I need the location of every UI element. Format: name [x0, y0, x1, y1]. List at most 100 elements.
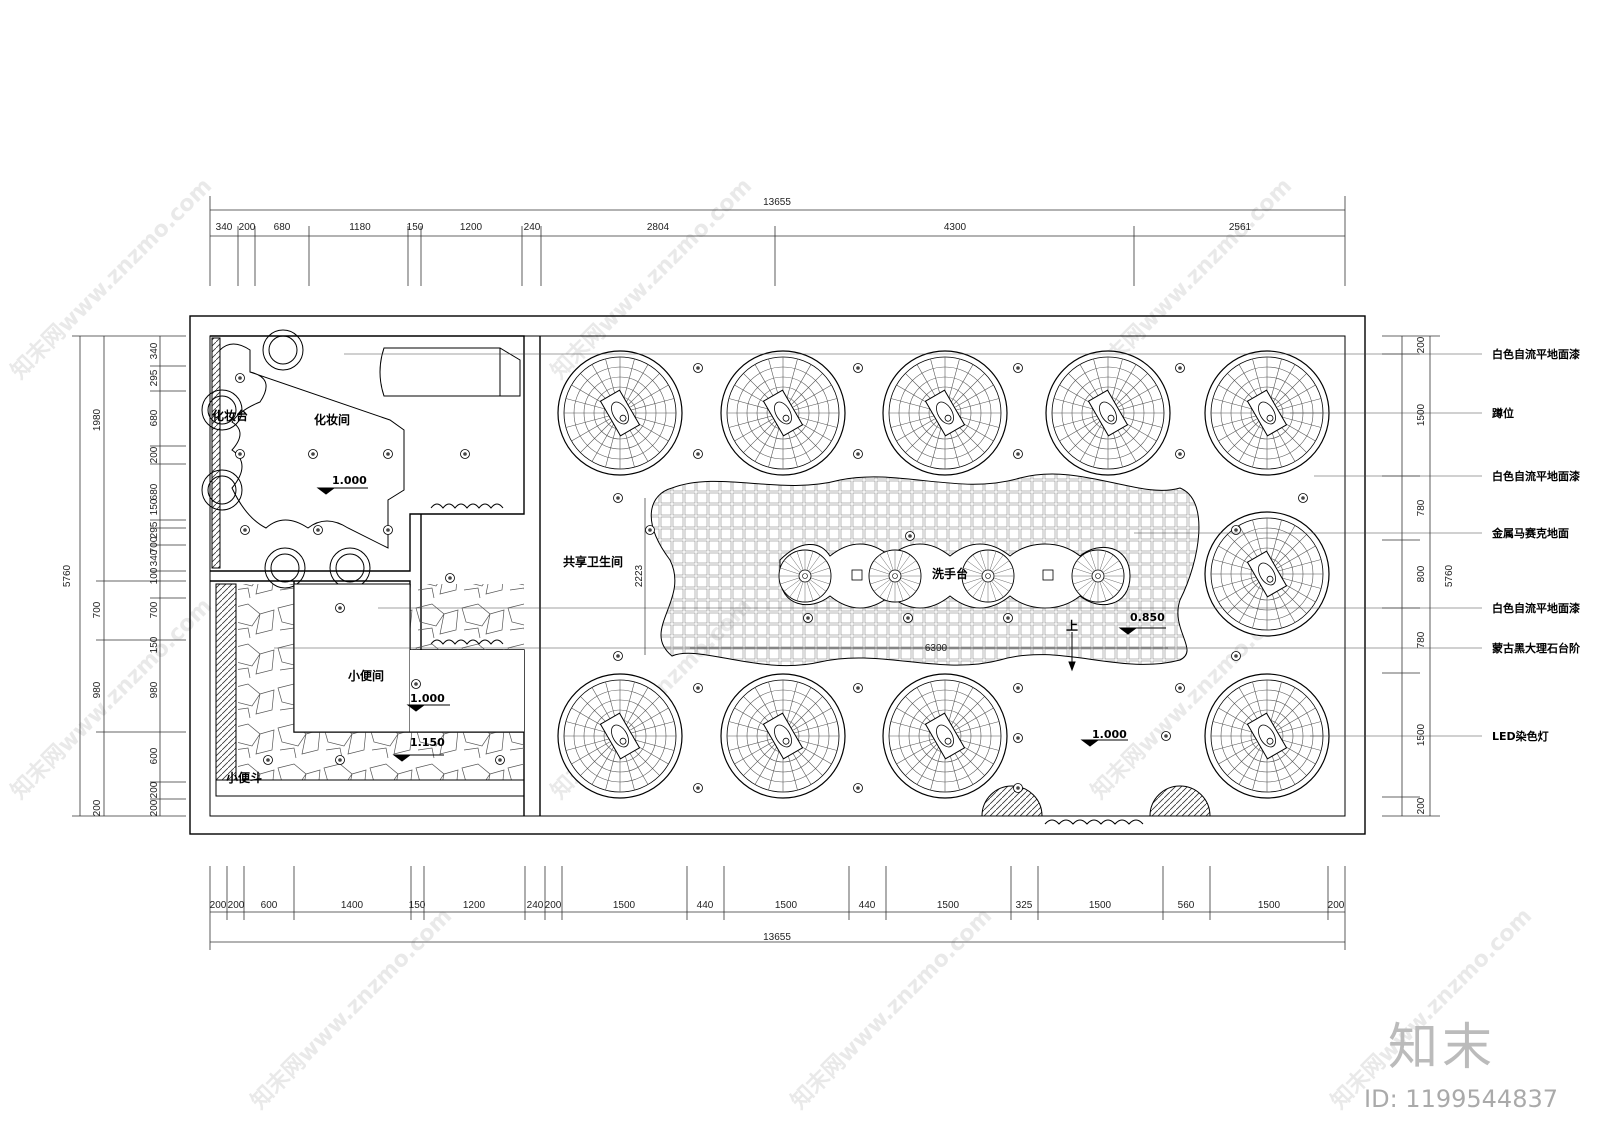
dim-bottom: 1500 [937, 900, 960, 911]
dim-left: 200 [149, 781, 160, 798]
ceiling-light [1175, 449, 1185, 459]
ceiling-light [1231, 651, 1241, 661]
entrance-door-right [1149, 785, 1211, 817]
ceiling-light [613, 651, 623, 661]
ceiling-light [853, 449, 863, 459]
dim-left: 200 [149, 799, 160, 816]
dim-left: 700 [149, 601, 160, 618]
squat-pan [599, 712, 641, 760]
elevation-urinal-room: 1.000 [410, 692, 445, 705]
squat-stall [882, 673, 1008, 799]
dim-bottom: 440 [697, 900, 714, 911]
dim-top: 2561 [1229, 222, 1252, 233]
dim-right-total: 5760 [1444, 564, 1455, 587]
ceiling-light [383, 449, 393, 459]
ceiling-light [853, 363, 863, 373]
room-shared-restroom: 共享卫生间 [563, 554, 623, 569]
dim-inner-vertical: 2223 [634, 564, 645, 587]
ceiling-light [235, 373, 245, 383]
right-dimensions [1382, 335, 1440, 817]
dim-top: 200 [239, 222, 256, 233]
ceiling-light [1013, 683, 1023, 693]
ceiling-light [905, 531, 915, 541]
dim-bottom: 1400 [341, 900, 364, 911]
squat-pan [762, 712, 804, 760]
dim-bottom: 1500 [613, 900, 636, 911]
squat-pan [1246, 550, 1288, 598]
dim-left: 700 [92, 601, 103, 618]
ceiling-light [335, 603, 345, 613]
dim-bottom: 200 [545, 900, 562, 911]
dim-bottom: 200 [1328, 900, 1345, 911]
dim-left: 100 [149, 567, 160, 584]
top-dimensions [209, 196, 1346, 286]
ceiling-light [1003, 613, 1013, 623]
stalls-group [557, 350, 1330, 799]
squat-pan [1246, 712, 1288, 760]
curtain-top [430, 503, 504, 509]
dim-left-total: 5760 [62, 564, 73, 587]
sink [868, 549, 922, 603]
ceiling-light [1013, 363, 1023, 373]
dim-left: 980 [92, 681, 103, 698]
dim-left: 150 [149, 498, 160, 515]
soap-dispenser [1042, 569, 1054, 581]
dim-top: 340 [216, 222, 233, 233]
dim-top: 4300 [944, 222, 967, 233]
dim-bottom: 1500 [1089, 900, 1112, 911]
dim-left: 150 [149, 636, 160, 653]
ceiling-light [1298, 493, 1308, 503]
room-wash-counter: 洗手台 [932, 566, 968, 581]
soap-dispenser [851, 569, 863, 581]
legend-label: 蹲位 [1492, 406, 1514, 420]
dim-right: 780 [1416, 499, 1427, 516]
sink [778, 549, 832, 603]
legend-label: 蒙古黑大理石台阶 [1492, 641, 1581, 655]
squat-stall [720, 350, 846, 476]
elevation-wash: 0.850 [1130, 611, 1165, 624]
dim-left: 600 [149, 747, 160, 764]
dim-inner-horizontal: 6300 [925, 643, 948, 654]
ceiling-light [1175, 683, 1185, 693]
dim-left: 340 [149, 342, 160, 359]
ceiling-light [803, 613, 813, 623]
elevation-makeup: 1.000 [332, 474, 367, 487]
legend-label: 白色自流平地面漆 [1492, 469, 1580, 483]
urinal-trough [215, 779, 525, 797]
ceiling-light [460, 449, 470, 459]
watermark-text: 知末网www.znzmo.com [546, 173, 757, 384]
dim-bottom: 440 [859, 900, 876, 911]
dim-bottom: 1200 [463, 900, 486, 911]
squat-stall [1204, 350, 1330, 476]
makeup-furniture [201, 329, 521, 589]
squat-pan [924, 389, 966, 437]
ceiling-light [308, 449, 318, 459]
sinks-group [778, 549, 1125, 603]
legend-label: 白色自流平地面漆 [1492, 347, 1580, 361]
ceiling-light [335, 755, 345, 765]
dim-top-total: 13655 [763, 197, 791, 208]
elevation-urinal-step: 1.150 [410, 736, 445, 749]
squat-stall [720, 673, 846, 799]
urinal-room-floor [293, 583, 411, 733]
watermark-text: 知末网www.znzmo.com [786, 903, 997, 1114]
dim-bottom: 1500 [1258, 900, 1281, 911]
ceiling-light [1231, 525, 1241, 535]
dim-bottom: 150 [409, 900, 426, 911]
dim-top: 1200 [460, 222, 483, 233]
watermark-text: 知末网www.znzmo.com [6, 173, 217, 384]
dim-top: 2804 [647, 222, 670, 233]
dim-left: 295 [149, 521, 160, 538]
legend-label: 金属马赛克地面 [1491, 526, 1569, 540]
room-urinal: 小便间 [348, 668, 384, 683]
squat-pan [599, 389, 641, 437]
ceiling-light [1013, 733, 1023, 743]
stair-arrow [1068, 632, 1076, 672]
ceiling-light [645, 525, 655, 535]
dim-right: 780 [1416, 631, 1427, 648]
dim-left: 1980 [92, 408, 103, 431]
ceiling-light [411, 679, 421, 689]
ceiling-light [263, 755, 273, 765]
squat-pan [924, 712, 966, 760]
squat-pan [762, 389, 804, 437]
